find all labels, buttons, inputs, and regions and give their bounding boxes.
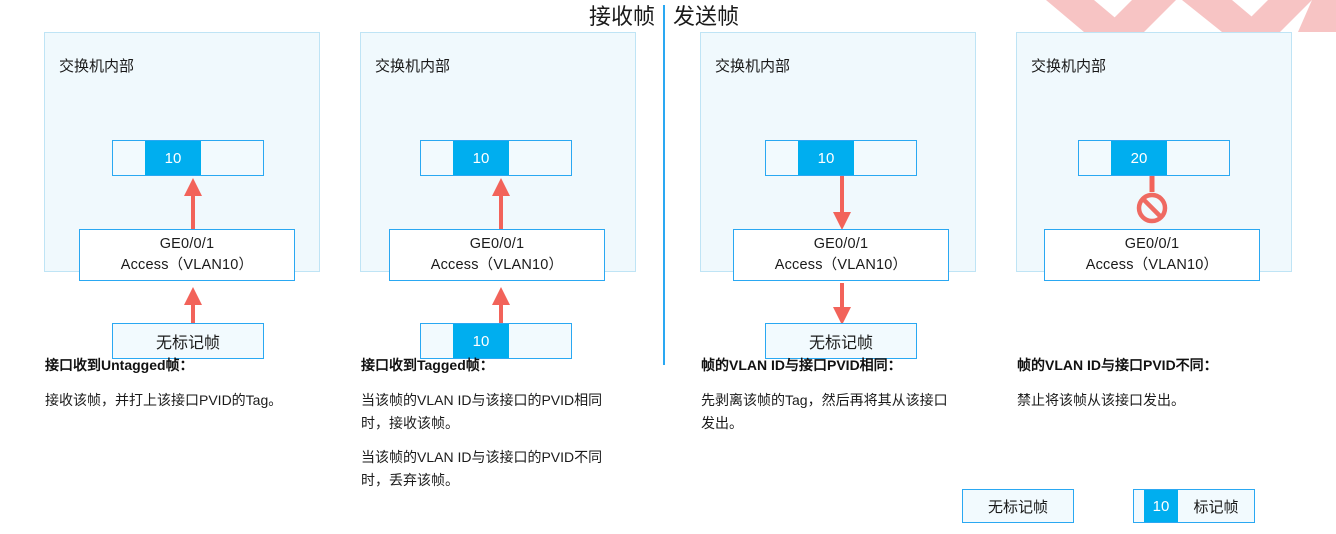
corner-watermark-graphic: [1046, 0, 1336, 32]
frame-segment-left: [1079, 141, 1111, 175]
port-mode: Access（VLAN10）: [430, 257, 564, 273]
port-name: GE0/0/1: [1124, 235, 1180, 252]
legend-frame-segment-left: [1134, 490, 1144, 522]
port-name: GE0/0/1: [469, 235, 525, 252]
caption-paragraph: 当该帧的VLAN ID与该接口的PVID相同时，接收该帧。: [361, 392, 603, 431]
caption-title: 接口收到Tagged帧：: [361, 357, 494, 373]
tagged-frame-inside-switch: 10: [112, 140, 264, 176]
port-name: GE0/0/1: [813, 235, 869, 252]
frame-vlan-tag: 10: [798, 141, 854, 175]
frame-segment-left: [421, 141, 453, 175]
legend-untagged-frame: 无标记帧: [962, 489, 1074, 523]
legend-tagged-frame: 10 标记帧: [1133, 489, 1255, 523]
caption-title: 接口收到Untagged帧：: [45, 357, 194, 373]
port-box: GE0/0/1 Access（VLAN10）: [1044, 229, 1260, 281]
port-mode: Access（VLAN10）: [774, 257, 908, 273]
caption-paragraph: 禁止将该帧从该接口发出。: [1017, 392, 1185, 408]
frame-segment-right: [1167, 141, 1229, 175]
legend-frame-vlan-tag: 10: [1144, 490, 1178, 522]
caption-paragraph: 先剥离该帧的Tag，然后再将其从该接口发出。: [701, 392, 948, 431]
caption-receive-tagged: 接口收到Tagged帧： 当该帧的VLAN ID与该接口的PVID相同时，接收该…: [361, 355, 611, 504]
caption-receive-untagged: 接口收到Untagged帧： 接收该帧，并打上该接口PVID的Tag。: [45, 355, 295, 424]
caption-title: 帧的VLAN ID与接口PVID相同：: [701, 357, 902, 373]
tagged-frame-inside-switch: 20: [1078, 140, 1230, 176]
arrow-down-out-of-port: [833, 283, 851, 325]
blocked-icon: [1136, 176, 1168, 224]
tagged-frame-inside-switch: 10: [420, 140, 572, 176]
caption-send-match: 帧的VLAN ID与接口PVID相同： 先剥离该帧的Tag，然后再将其从该接口发…: [701, 355, 951, 446]
caption-paragraph: 接收该帧，并打上该接口PVID的Tag。: [45, 392, 283, 408]
caption-title: 帧的VLAN ID与接口PVID不同：: [1017, 357, 1218, 373]
frame-segment-right: [509, 324, 571, 358]
arrow-up-into-port: [184, 287, 202, 325]
header-receive-frame: 接收帧: [588, 4, 655, 29]
arrow-up-into-switch: [492, 178, 510, 230]
untagged-frame-outside: 无标记帧: [112, 323, 264, 359]
panel-title: 交换机内部: [59, 58, 135, 75]
arrow-up-into-switch: [184, 178, 202, 230]
caption-send-mismatch: 帧的VLAN ID与接口PVID不同： 禁止将该帧从该接口发出。: [1017, 355, 1267, 424]
panel-title: 交换机内部: [715, 58, 791, 75]
frame-vlan-tag: 10: [453, 141, 509, 175]
port-box: GE0/0/1 Access（VLAN10）: [389, 229, 605, 281]
port-mode: Access（VLAN10）: [1085, 257, 1219, 273]
frame-segment-left: [766, 141, 798, 175]
legend-tagged-label: 标记帧: [1178, 490, 1254, 522]
port-name: GE0/0/1: [159, 235, 215, 252]
port-box: GE0/0/1 Access（VLAN10）: [733, 229, 949, 281]
frame-segment-left: [421, 324, 453, 358]
port-box: GE0/0/1 Access（VLAN10）: [79, 229, 295, 281]
arrow-down-to-port: [833, 176, 851, 230]
frame-segment-right: [509, 141, 571, 175]
frame-segment-right: [854, 141, 916, 175]
tagged-frame-outside: 10: [420, 323, 572, 359]
caption-paragraph: 当该帧的VLAN ID与该接口的PVID不同时，丢弃该帧。: [361, 449, 603, 489]
panel-title: 交换机内部: [1031, 58, 1107, 75]
tagged-frame-inside-switch: 10: [765, 140, 917, 176]
frame-vlan-tag: 10: [145, 141, 201, 175]
panel-title: 交换机内部: [375, 58, 451, 75]
port-mode: Access（VLAN10）: [120, 257, 254, 273]
frame-segment-left: [113, 141, 145, 175]
section-divider: [663, 5, 665, 365]
arrow-up-into-port: [492, 287, 510, 325]
frame-segment-right: [201, 141, 263, 175]
frame-vlan-tag: 20: [1111, 141, 1167, 175]
header-send-frame: 发送帧: [673, 4, 740, 29]
untagged-frame-outside: 无标记帧: [765, 323, 917, 359]
frame-vlan-tag: 10: [453, 324, 509, 358]
